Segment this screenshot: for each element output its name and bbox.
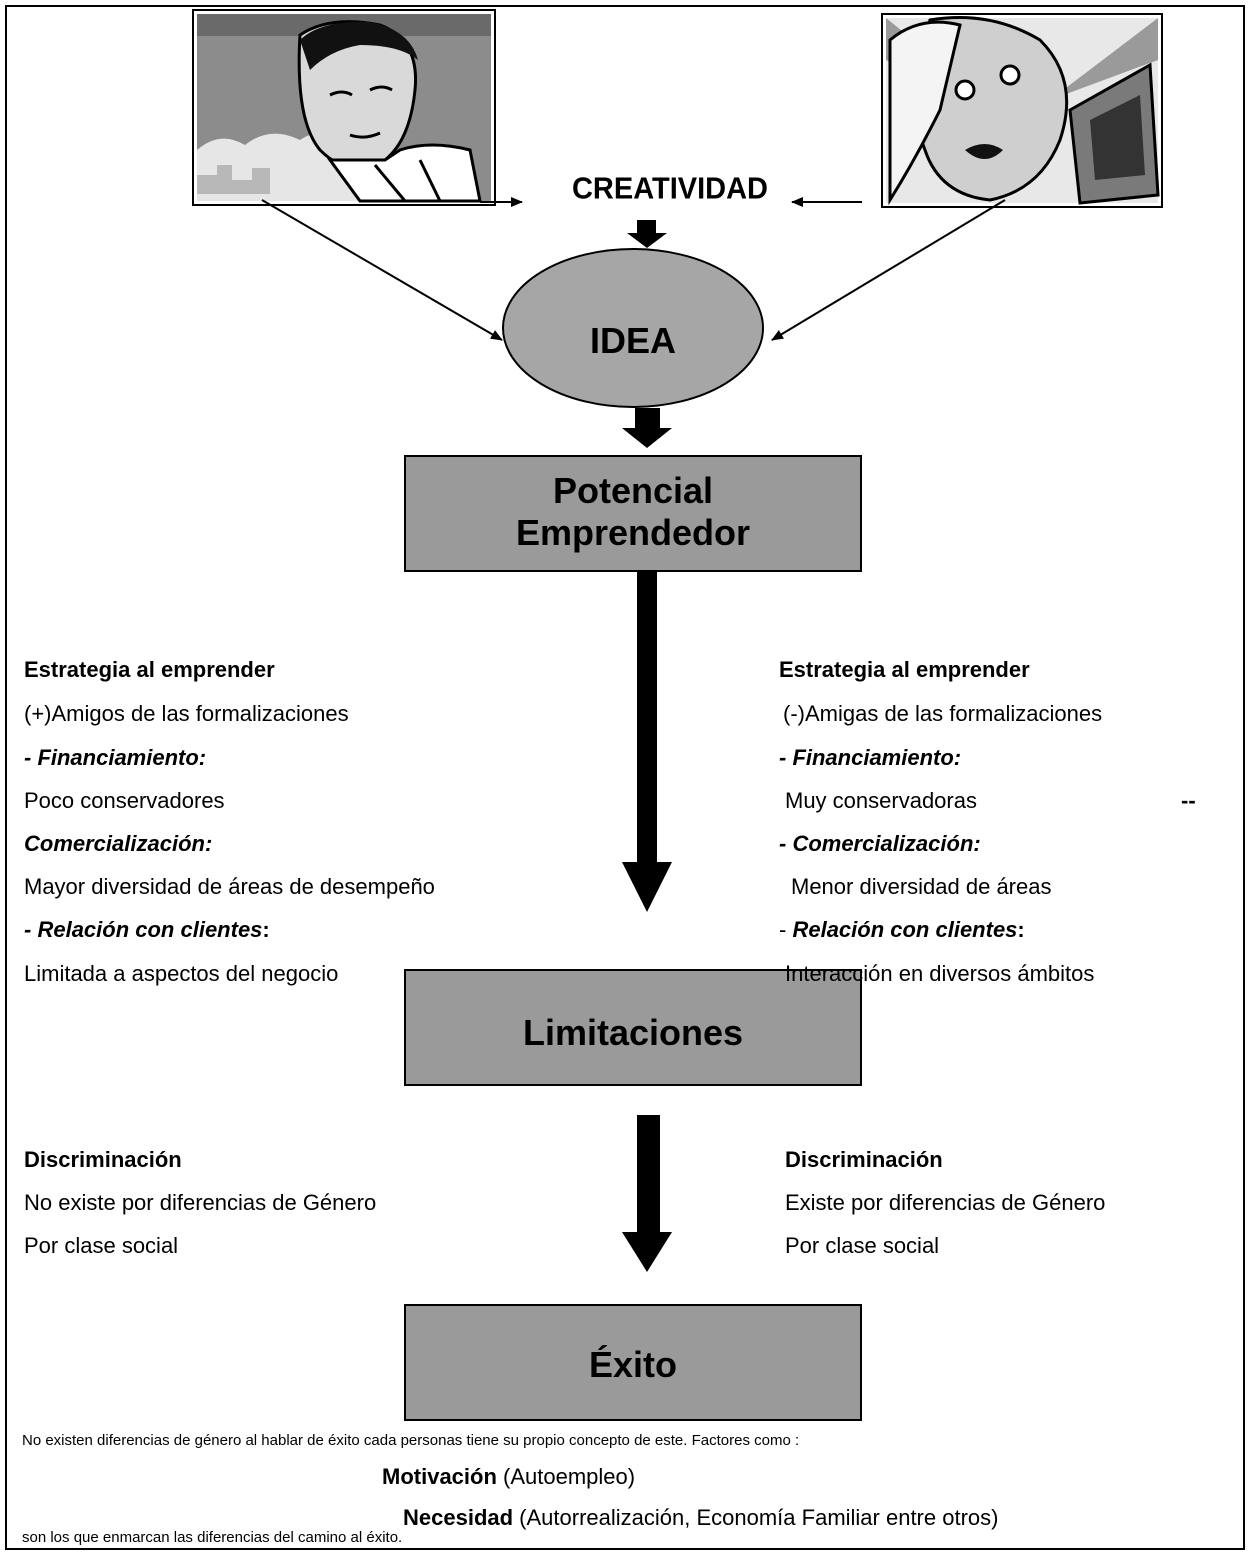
right-discriminacion-2: Por clase social [785, 1233, 940, 1258]
limitaciones-box [404, 969, 862, 1086]
right-comercializacion-label: - Comercialización: [779, 831, 981, 856]
footer-closing: son los que enmarcan las diferencias del… [22, 1529, 403, 1546]
left-relacion-label: - Relación con clientes: [24, 917, 270, 943]
right-comercializacion-value: Menor diversidad de áreas [791, 874, 1052, 899]
right-relacion-label: - Relación con clientes: [779, 917, 1025, 943]
right-discriminacion-1: Existe por diferencias de Género [785, 1190, 1106, 1215]
right-strategy-heading: Estrategia al emprender [779, 657, 1030, 682]
woman-computer-image [881, 13, 1163, 208]
arrow-woman-to-idea [771, 199, 1006, 341]
block-arrow-idea-potencial [622, 408, 672, 448]
right-relacion-dash: - [779, 917, 793, 942]
block-arrow-creatividad-idea [627, 220, 667, 248]
right-trailing-dashes: -- [1181, 788, 1196, 813]
right-amigas: (-)Amigas de las formalizaciones [783, 701, 1103, 726]
exito-box [404, 1304, 862, 1421]
block-arrow-potencial-limitaciones [622, 572, 672, 912]
left-financiamiento-label: - Financiamiento: [24, 745, 207, 770]
man-portrait-image [192, 9, 496, 206]
left-discriminacion-1: No existe por diferencias de Género [24, 1190, 377, 1215]
left-comercializacion-label: Comercialización: [24, 831, 213, 856]
motivacion-label: Motivación [382, 1464, 497, 1489]
motivacion-detail: (Autoempleo) [496, 1464, 636, 1489]
creatividad-label: CREATIVIDAD [571, 172, 769, 206]
left-relacion-text: Relación con clientes [37, 917, 263, 942]
right-financiamiento-label: - Financiamiento: [779, 745, 962, 770]
potencial-line-2: Emprendedor [515, 512, 751, 553]
potencial-line-1: Potencial [552, 470, 714, 511]
left-discriminacion-2: Por clase social [24, 1233, 179, 1258]
right-relacion-value: Interacción en diversos ámbitos [785, 961, 1095, 986]
right-discriminacion-heading: Discriminación [785, 1147, 943, 1172]
left-relacion-colon: : [262, 917, 270, 942]
potencial-label: Potencial Emprendedor [405, 470, 861, 554]
block-arrow-limitaciones-exito [622, 1115, 672, 1272]
left-comercializacion-value: Mayor diversidad de áreas de desempeño [24, 874, 435, 899]
right-relacion-colon: : [1017, 917, 1025, 942]
page-frame [5, 5, 1245, 1550]
footer-motivacion: Motivación (Autoempleo) [382, 1464, 635, 1490]
necesidad-detail: (Autorrealización, Economía Familiar ent… [513, 1505, 999, 1530]
arrow-man-to-idea [261, 199, 503, 341]
exito-label: Éxito [588, 1344, 677, 1385]
right-relacion-text: Relación con clientes [792, 917, 1018, 942]
right-financiamiento-value: Muy conservadoras [785, 788, 977, 813]
idea-label: IDEA [589, 320, 676, 361]
footer-necesidad: Necesidad (Autorrealización, Economía Fa… [403, 1505, 998, 1531]
necesidad-label: Necesidad [403, 1505, 514, 1530]
left-relacion-value: Limitada a aspectos del negocio [24, 961, 339, 986]
left-financiamiento-value: Poco conservadores [24, 788, 225, 813]
idea-ellipse [502, 248, 764, 408]
left-discriminacion-heading: Discriminación [24, 1147, 182, 1172]
left-relacion-dash: - [24, 917, 38, 942]
limitaciones-label: Limitaciones [522, 1012, 744, 1053]
left-amigos: (+)Amigos de las formalizaciones [24, 701, 349, 726]
left-strategy-heading: Estrategia al emprender [24, 657, 275, 682]
potencial-box [404, 455, 862, 572]
footer-intro: No existen diferencias de género al habl… [22, 1432, 800, 1449]
